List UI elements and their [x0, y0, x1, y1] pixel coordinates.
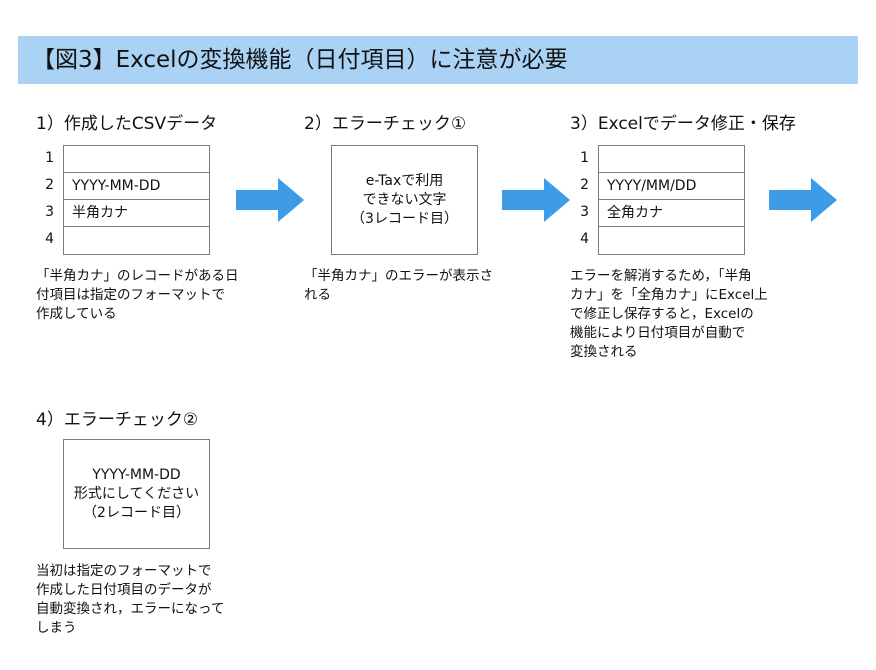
- box-line: YYYY-MM-DD: [92, 466, 181, 483]
- row-number: 4: [580, 231, 589, 247]
- caption-line: 作成した日付項目のデータが: [36, 582, 212, 598]
- table-row: [599, 227, 744, 254]
- right-arrow-icon: [502, 178, 570, 222]
- caption-line: 自動変換され，エラーになって: [36, 601, 225, 617]
- row-number: 3: [580, 204, 589, 220]
- row-number: 4: [45, 231, 54, 247]
- caption-line: 変換される: [570, 344, 638, 360]
- row-number: 2: [45, 177, 54, 193]
- caption-line: 当初は指定のフォーマットで: [36, 563, 212, 579]
- table-row: [64, 227, 209, 254]
- caption-line: しまう: [36, 620, 77, 636]
- box-line: （3レコード目）: [351, 210, 458, 227]
- step-3-caption: エラーを解消するため，「半角 カナ」を「全角カナ」にExcel上 で修正し保存す…: [570, 267, 768, 362]
- row-number: 3: [45, 204, 54, 220]
- table-row: [599, 146, 744, 173]
- step-4-caption: 当初は指定のフォーマットで 作成した日付項目のデータが 自動変換され，エラーにな…: [36, 562, 224, 638]
- row-number: 1: [580, 150, 589, 166]
- caption-line: カナ」を「全角カナ」にExcel上: [570, 287, 768, 303]
- caption-line: で修正し保存すると，Excelの: [570, 306, 754, 322]
- error-message-box: YYYY-MM-DD 形式にしてください （2レコード目）: [63, 439, 210, 549]
- caption-line: 「半角カナ」のレコードがある日: [36, 268, 239, 284]
- box-line: できない文字: [362, 191, 447, 208]
- box-line: e-Taxで利用: [365, 172, 444, 189]
- excel-table: YYYY/MM/DD 全角カナ: [598, 145, 745, 255]
- caption-line: 作成している: [36, 306, 117, 322]
- csv-table: YYYY-MM-DD 半角カナ: [63, 145, 210, 255]
- caption-line: エラーを解消するため，「半角: [570, 268, 752, 284]
- title-banner: 【図3】Excelの変換機能（日付項目）に注意が必要: [18, 36, 858, 84]
- right-arrow-icon: [236, 178, 304, 222]
- step-1-title: 1）作成したCSVデータ: [36, 114, 218, 134]
- caption-line: 「半角カナ」のエラーが表示さ: [304, 268, 493, 284]
- step-3-title: 3）Excelでデータ修正・保存: [570, 114, 796, 134]
- step-2-title: 2）エラーチェック①: [304, 114, 467, 134]
- table-row: YYYY-MM-DD: [64, 173, 209, 200]
- caption-line: 機能により日付項目が自動で: [570, 325, 746, 341]
- figure-title: 【図3】Excelの変換機能（日付項目）に注意が必要: [32, 47, 568, 73]
- box-line: （2レコード目）: [83, 504, 190, 521]
- table-row: 半角カナ: [64, 200, 209, 227]
- table-row: 全角カナ: [599, 200, 744, 227]
- step-2-caption: 「半角カナ」のエラーが表示さ れる: [304, 267, 493, 305]
- caption-line: れる: [304, 287, 331, 303]
- table-row: YYYY/MM/DD: [599, 173, 744, 200]
- right-arrow-icon: [769, 178, 837, 222]
- row-number: 2: [580, 177, 589, 193]
- step-4-title: 4）エラーチェック②: [36, 410, 199, 430]
- step-1-caption: 「半角カナ」のレコードがある日 付項目は指定のフォーマットで 作成している: [36, 267, 239, 324]
- box-line: 形式にしてください: [73, 485, 200, 502]
- table-row: [64, 146, 209, 173]
- row-number: 1: [45, 150, 54, 166]
- error-message-box: e-Taxで利用 できない文字 （3レコード目）: [331, 145, 478, 255]
- caption-line: 付項目は指定のフォーマットで: [36, 287, 225, 303]
